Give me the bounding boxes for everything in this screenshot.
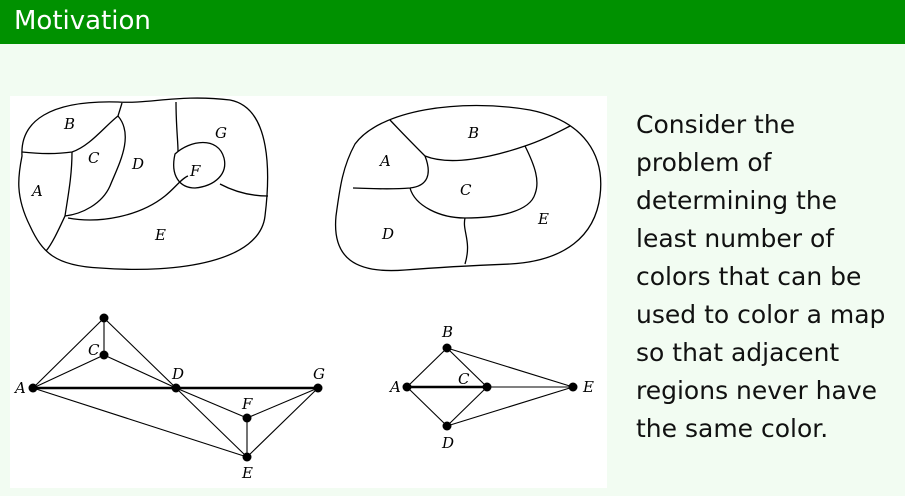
svg-text:E: E	[241, 464, 253, 482]
graph-1: A C D F G E	[13, 313, 325, 482]
svg-text:A: A	[13, 379, 26, 397]
map-2-border-c	[409, 145, 538, 219]
motivation-paragraph: Consider the problem of determining the …	[636, 110, 886, 443]
map-2-border-d	[463, 217, 469, 265]
svg-text:C: C	[88, 341, 100, 359]
svg-text:C: C	[460, 181, 472, 199]
svg-text:G: G	[313, 365, 325, 383]
map-1: B C D A F G E	[18, 97, 269, 271]
map-and-graph-figure: B C D A F G E B A C E D	[10, 96, 607, 488]
map-1-border-c	[64, 115, 126, 217]
svg-text:D: D	[171, 365, 184, 383]
svg-text:F: F	[241, 395, 253, 413]
svg-text:C: C	[458, 370, 470, 388]
svg-text:D: D	[381, 225, 394, 243]
title-bar: Motivation	[0, 0, 905, 44]
graph-2: A B C D E	[388, 323, 594, 452]
map-1-border-e	[219, 183, 269, 197]
svg-text:D: D	[441, 434, 454, 452]
svg-text:B: B	[63, 115, 75, 133]
svg-text:A: A	[30, 182, 43, 200]
map-1-outline	[18, 97, 269, 271]
svg-text:D: D	[131, 155, 144, 173]
map-1-border-d	[67, 175, 189, 221]
svg-text:B: B	[441, 323, 453, 341]
map-2-outline	[334, 104, 602, 272]
svg-text:E: E	[582, 378, 594, 396]
svg-text:A: A	[388, 378, 401, 396]
svg-text:A: A	[378, 152, 391, 170]
svg-text:E: E	[537, 210, 549, 228]
map-1-border-g	[175, 101, 179, 152]
map-1-region-f	[173, 142, 226, 189]
map-2: B A C E D	[334, 104, 602, 272]
svg-text:C: C	[88, 149, 100, 167]
map-2-border-b	[424, 125, 571, 162]
svg-text:E: E	[154, 226, 166, 244]
map-1-border-a	[45, 151, 73, 252]
map-1-border-b	[21, 102, 123, 155]
slide-title: Motivation	[14, 6, 151, 36]
svg-text:B: B	[467, 124, 479, 142]
svg-text:G: G	[215, 124, 227, 142]
map-2-border-a	[352, 119, 429, 190]
svg-text:F: F	[189, 162, 201, 180]
